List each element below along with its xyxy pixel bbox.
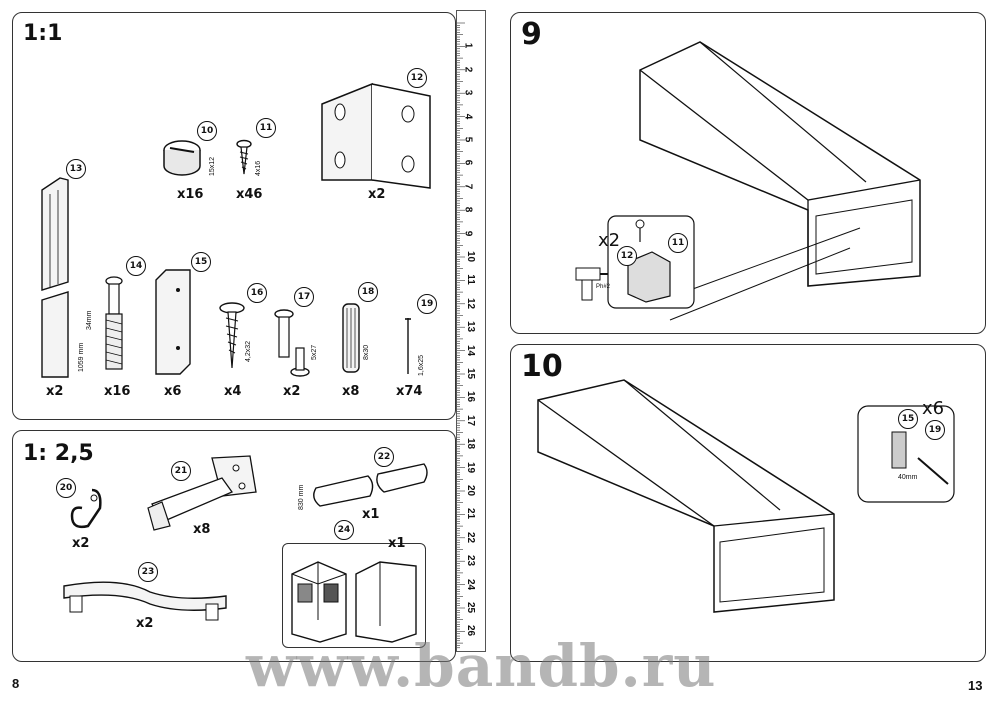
cam-lock-illustration [163, 140, 201, 176]
step10-part-19: 19 [925, 420, 945, 440]
part-dim-22: 830 mm [298, 484, 305, 510]
step9-qty: x2 [598, 230, 621, 251]
ruler-number: 23 [465, 555, 477, 567]
part-number-18: 18 [358, 282, 378, 302]
step10-dim: 40mm [898, 474, 918, 481]
part-dim-14: 34mm [86, 310, 93, 330]
cabinet-assembly-step10 [537, 379, 835, 613]
part-number-16: 16 [247, 283, 267, 303]
ruler-number: 14 [465, 344, 477, 356]
ruler-number: 9 [462, 230, 474, 236]
hook-illustration [70, 488, 102, 529]
wafer-screw-illustration [219, 302, 245, 369]
part-dim-13: 1059 mm [78, 342, 85, 372]
part-dim-11: 4x16 [255, 160, 262, 176]
ruler-number: 8 [462, 206, 474, 213]
ruler-number: 18 [465, 438, 477, 450]
ruler-ticks [457, 22, 465, 649]
step9-part-12: 12 [617, 246, 637, 266]
scale-title: 1:1 [23, 21, 63, 46]
part-qty-23: x2 [136, 616, 154, 631]
step-number: 9 [521, 17, 542, 52]
ruler-number: 3 [462, 89, 474, 96]
part-dim-18: 8x30 [363, 344, 370, 360]
part-number-15: 15 [191, 252, 211, 272]
ruler-number: 16 [465, 391, 477, 403]
ruler-number: 12 [465, 297, 477, 309]
part-dim-19: 1,6x25 [418, 354, 425, 376]
angle-bracket-illustration [321, 82, 431, 189]
part-qty-10: x16 [177, 187, 204, 202]
part-number-11: 11 [256, 118, 276, 138]
part-qty-18: x8 [342, 384, 360, 399]
part-number-23: 23 [138, 562, 158, 582]
ruler-number: 20 [465, 484, 477, 497]
part-qty-12: x2 [368, 187, 386, 202]
part-dim-17: 5x27 [311, 344, 318, 360]
mounting-plate-illustration [155, 269, 191, 375]
step10-qty: x6 [922, 398, 945, 419]
ruler-number: 1 [462, 43, 474, 49]
profile-rail-illustration [41, 177, 69, 378]
part-qty-21: x8 [193, 522, 211, 537]
ruler-number: 4 [462, 113, 474, 119]
ruler-number: 2 [462, 66, 474, 73]
part-qty-19: x74 [396, 384, 423, 399]
ruler-number: 15 [465, 367, 477, 380]
part-number-10: 10 [197, 121, 217, 141]
ruler-number: 22 [465, 531, 477, 543]
cabinet-assembly-step9 [639, 41, 921, 321]
part-qty-22: x1 [362, 507, 380, 522]
step-number: 10 [521, 349, 563, 384]
connector-bolt-illustration [105, 276, 123, 370]
part-qty-11: x46 [236, 187, 263, 202]
ruler-number: 25 [465, 601, 477, 614]
part-qty-13: x2 [46, 384, 64, 399]
hinge-illustration [147, 455, 257, 531]
part-qty-15: x6 [164, 384, 182, 399]
corner-bracket-set-illustration [291, 561, 417, 643]
part-qty-24: x1 [388, 536, 406, 551]
step10-part-15: 15 [898, 409, 918, 429]
left-page-number: 8 [12, 676, 20, 691]
right-page-number: 13 [968, 678, 983, 693]
part-number-21: 21 [171, 461, 191, 481]
part-qty-20: x2 [72, 536, 90, 551]
handle-illustration [63, 581, 227, 621]
wooden-dowel-illustration [342, 303, 360, 373]
ruler-number: 13 [465, 321, 477, 333]
part-number-19: 19 [417, 294, 437, 314]
ruler-number: 10 [465, 250, 477, 263]
part-number-12: 12 [407, 68, 427, 88]
step9-part-11: 11 [668, 233, 688, 253]
ruler-number: 17 [465, 414, 477, 426]
hanging-rail-illustration [313, 463, 428, 507]
scale-title: 1: 2,5 [23, 441, 94, 466]
part-number-13: 13 [66, 159, 86, 179]
part-dim-16: 4,2x32 [245, 340, 252, 362]
ruler-number: 19 [465, 461, 477, 473]
part-number-20: 20 [56, 478, 76, 498]
watermark: www.bandb.ru [246, 632, 717, 700]
nail-illustration [405, 318, 411, 374]
part-number-24: 24 [334, 520, 354, 540]
screwdriver-drill-icon [575, 267, 608, 301]
ruler-number: 7 [462, 183, 474, 190]
screw-illustration [236, 139, 252, 175]
ruler-number: 11 [464, 274, 476, 286]
ruler-number: 5 [462, 136, 474, 143]
ruler-number: 21 [465, 508, 477, 520]
step9-bit-label: Ph#2 [596, 284, 611, 290]
ruler-number: 6 [462, 160, 474, 166]
handle-bolt-illustration [274, 309, 310, 377]
part-number-22: 22 [374, 447, 394, 467]
part-number-17: 17 [294, 287, 314, 307]
part-qty-17: x2 [283, 384, 301, 399]
part-number-14: 14 [126, 256, 146, 276]
part-dim-10: 15x12 [209, 156, 216, 176]
ruler-number: 24 [465, 578, 477, 590]
part-qty-16: x4 [224, 384, 242, 399]
part-qty-14: x16 [104, 384, 131, 399]
